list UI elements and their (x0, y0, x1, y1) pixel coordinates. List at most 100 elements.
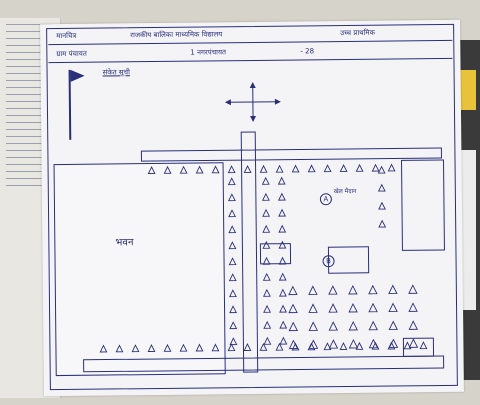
tree-icon (307, 342, 316, 351)
background-yellow-patch (458, 70, 476, 110)
tree-icon (288, 285, 298, 296)
tree-icon (259, 164, 268, 173)
tree-icon (388, 320, 399, 331)
tree-icon (348, 302, 358, 313)
tree-icon (355, 163, 364, 172)
tree-icon (368, 302, 378, 313)
tree-icon (261, 192, 270, 201)
tree-icon (348, 338, 359, 349)
tree-icon (328, 321, 339, 331)
tree-icon (408, 302, 418, 312)
tree-icon (339, 164, 348, 172)
tree-icon (278, 208, 287, 217)
tree-icon (147, 344, 156, 352)
marker-a: A (319, 193, 332, 206)
tree-icon (229, 305, 238, 314)
tree-icon (263, 336, 272, 345)
tree-icon (368, 284, 378, 295)
tree-icon (227, 193, 236, 202)
tree-icon (291, 164, 300, 173)
tree-icon (408, 338, 419, 348)
marker-b: B (322, 255, 335, 268)
tree-icon (339, 342, 348, 350)
map-sheet: मानचित्र राजकीय बालिका माध्यमिक विद्यालय… (40, 19, 464, 397)
tree-icon (288, 321, 299, 332)
underlying-paper-lines (0, 24, 60, 186)
tree-icon (279, 288, 287, 297)
tree-icon (228, 241, 237, 250)
tree-icon (228, 273, 237, 282)
tree-icon (291, 342, 300, 351)
tree-icon (278, 256, 287, 265)
tree-icon (99, 344, 108, 353)
tree-icon (115, 344, 124, 353)
tree-icon (243, 343, 252, 351)
tree-icon (227, 177, 236, 186)
tree-icon (377, 183, 386, 192)
tree-icon (277, 176, 286, 185)
tree-icon (288, 303, 298, 314)
tree-icon (263, 320, 272, 329)
area-label: खेल मैदान (333, 187, 357, 196)
tree-icon (228, 225, 237, 234)
tree-icon (387, 341, 396, 350)
tree-icon (229, 321, 238, 330)
tree-icon (348, 284, 358, 295)
tree-icon (419, 341, 428, 350)
tree-icon (387, 163, 396, 172)
tree-icon (308, 303, 318, 313)
tree-icon (279, 320, 288, 329)
tree-icon (263, 288, 271, 297)
tree-icon (211, 165, 220, 174)
tree-icon (388, 284, 398, 295)
tree-icon (328, 285, 338, 295)
tree-icon (323, 164, 332, 173)
tree-icon (163, 165, 172, 174)
tree-icon (408, 284, 418, 294)
tree-icon (211, 343, 220, 352)
tree-icon (377, 165, 386, 174)
tree-icon (263, 304, 272, 313)
tree-icon (147, 166, 156, 174)
tree-icon (259, 342, 268, 351)
tree-icon (262, 256, 271, 265)
tree-icon (229, 289, 237, 298)
tree-icon (403, 341, 412, 350)
tree-icon (408, 320, 419, 330)
tree-icon (307, 164, 316, 173)
tree-icon (262, 208, 271, 217)
tree-icon (195, 165, 204, 174)
tree-icon (163, 343, 172, 352)
compass-rose-icon (224, 81, 281, 122)
tree-icon (278, 272, 287, 281)
tree-icon (262, 224, 271, 233)
tree-icon (278, 240, 287, 249)
tree-icon (348, 320, 359, 331)
tree-icon (179, 165, 188, 174)
tree-icon (277, 192, 286, 201)
tree-icon (378, 201, 386, 210)
tree-icon (371, 341, 380, 350)
tree-icon (275, 164, 284, 173)
tree-icon (195, 343, 204, 352)
tree-icon (308, 321, 319, 331)
tree-icon (368, 320, 379, 331)
tree-icon (243, 165, 252, 173)
tree-icon (229, 337, 238, 346)
tree-icon (227, 165, 236, 174)
site-plan-drawing (83, 131, 445, 373)
tree-icon (131, 344, 140, 353)
tree-icon (275, 342, 284, 351)
tree-icon (323, 342, 332, 351)
tree-icon (228, 209, 237, 218)
tree-icon (388, 302, 398, 313)
tree-icon (262, 272, 271, 281)
tree-icon (355, 341, 364, 350)
tree-icon (328, 339, 339, 349)
tree-icon (228, 257, 237, 266)
tree-icon (378, 219, 387, 228)
tree-icon (328, 303, 338, 313)
tree-icon (371, 163, 380, 172)
tree-icon (278, 224, 287, 233)
tree-icon (262, 240, 271, 249)
